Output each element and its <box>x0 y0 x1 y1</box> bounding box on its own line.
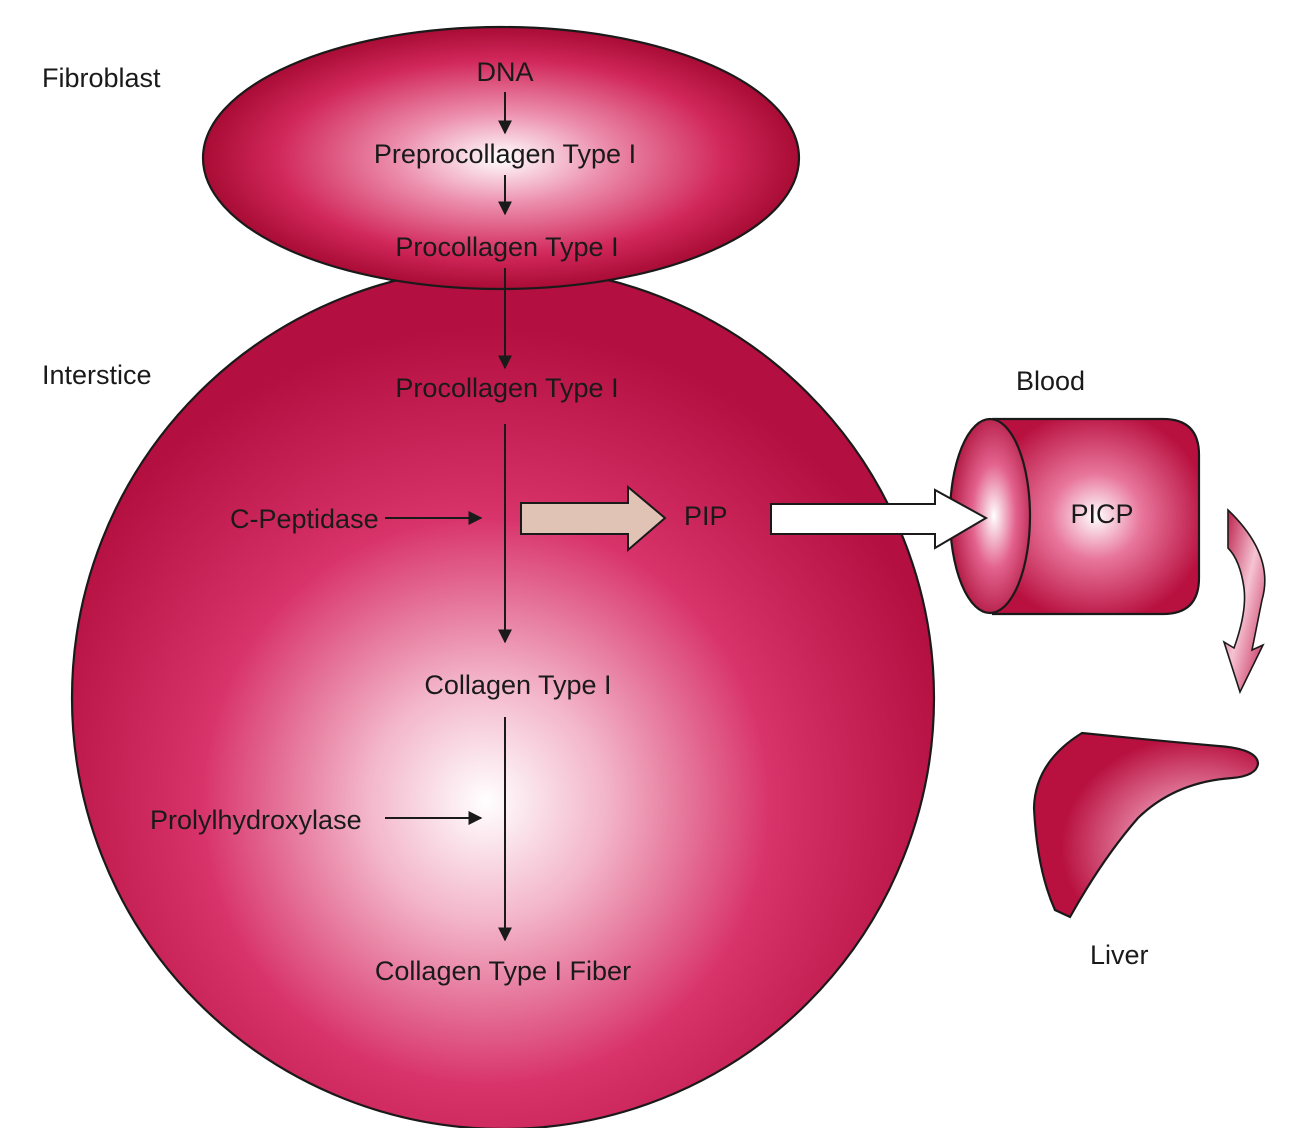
fibroblast-label: Fibroblast <box>42 63 161 93</box>
dna-label: DNA <box>476 57 533 87</box>
collagen-label: Collagen Type I <box>424 670 611 700</box>
pip-block-arrow <box>520 484 667 553</box>
procollagen-fibroblast-label: Procollagen Type I <box>395 232 618 262</box>
fibroblast-ellipse <box>201 25 801 291</box>
pip-to-blood-arrow <box>770 488 989 550</box>
prolylhydroxylase-label: Prolylhydroxylase <box>150 805 362 835</box>
procollagen-interstice-label: Procollagen Type I <box>395 373 618 403</box>
blood-label: Blood <box>1016 366 1085 396</box>
preprocollagen-label: Preprocollagen Type I <box>374 139 636 169</box>
blood-vessel <box>948 417 1201 616</box>
blood-to-liver-curved-arrow <box>1222 508 1266 695</box>
interstice-label: Interstice <box>42 360 152 390</box>
blood-vessel-body <box>991 417 1201 616</box>
pip-label: PIP <box>684 501 728 531</box>
liver-shape <box>1032 731 1260 919</box>
liver-label: Liver <box>1090 940 1149 970</box>
c-peptidase-label: C-Peptidase <box>230 504 379 534</box>
fiber-label: Collagen Type I Fiber <box>375 956 631 986</box>
picp-label: PICP <box>1070 499 1133 529</box>
